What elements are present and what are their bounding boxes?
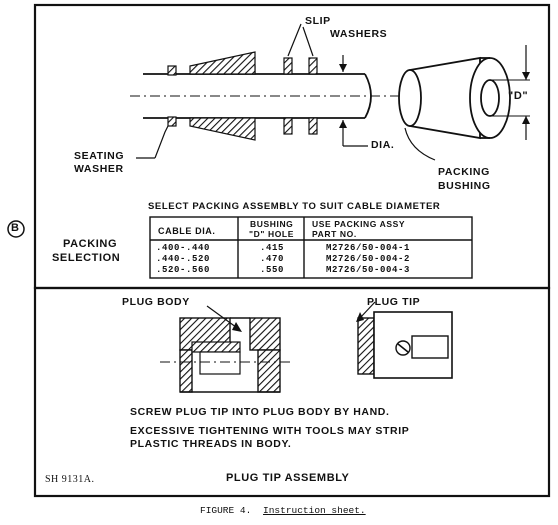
plug-body-label: PLUG BODY [122, 296, 190, 308]
table-row-1-cable: .400-.440 [156, 243, 211, 253]
lower-frame [33, 286, 551, 498]
figure-caption-prefix: FIGURE 4. [200, 505, 252, 516]
table-header-bushing-1: BUSHING [250, 219, 294, 229]
table-row-1-part: M2726/50-004-1 [326, 243, 411, 253]
bushing-section-drawing [189, 51, 256, 141]
plug-body-drawing [160, 305, 290, 393]
table-row-3-cable: .520-.560 [156, 265, 211, 275]
table-row-3-part: M2726/50-004-3 [326, 265, 411, 275]
table-row-3-hole: .550 [260, 265, 285, 275]
packing-selection-label-1: PACKING [63, 238, 118, 250]
figure-caption: FIGURE 4. Instruction sheet. [200, 505, 366, 516]
table-header-use-1: USE PACKING ASSY [312, 219, 406, 229]
plug-tip-assembly-title: PLUG TIP ASSEMBLY [226, 472, 350, 484]
seating-washer-label-1: SEATING [74, 150, 125, 162]
table-row-2-cable: .440-.520 [156, 254, 211, 264]
packing-bushing-3d [398, 45, 530, 161]
plug-tip-label: PLUG TIP [367, 296, 421, 308]
packing-table-grid [149, 216, 473, 279]
dia-dimension [339, 55, 368, 147]
dia-label: DIA. [371, 139, 395, 151]
seating-washer-drawing [167, 65, 177, 127]
packing-bushing-label-2: BUSHING [438, 180, 491, 192]
section-marker-letter: B [11, 222, 20, 234]
cable-drawing [130, 73, 420, 119]
d-dimension-label: "D" [508, 90, 529, 102]
plug-tip-drawing [356, 301, 453, 379]
section-marker-circle [7, 220, 25, 238]
packing-selection-label-2: SELECTION [52, 252, 121, 264]
slip-washers-label-1: SLIP [305, 15, 331, 27]
instruction-line-1: SCREW PLUG TIP INTO PLUG BODY BY HAND. [130, 406, 390, 418]
packing-bushing-label-1: PACKING [438, 166, 490, 178]
seating-washer-label-2: WASHER [74, 163, 124, 175]
instruction-line-2: EXCESSIVE TIGHTENING WITH TOOLS MAY STRI… [130, 425, 410, 437]
table-header-use-2: PART NO. [312, 229, 357, 239]
slip-washers-drawing [283, 23, 318, 135]
table-row-2-part: M2726/50-004-2 [326, 254, 411, 264]
figure-caption-title: Instruction sheet. [263, 505, 366, 516]
slip-washers-label-2: WASHERS [330, 28, 388, 40]
select-packing-title: SELECT PACKING ASSEMBLY TO SUIT CABLE DI… [148, 201, 441, 212]
instruction-line-3: PLASTIC THREADS IN BODY. [130, 438, 292, 450]
table-row-1-hole: .415 [260, 243, 285, 253]
table-header-bushing-2: "D" HOLE [249, 229, 294, 239]
sheet-reference: SH 9131A. [45, 474, 95, 485]
table-header-cable-dia: CABLE DIA. [158, 226, 216, 236]
table-row-2-hole: .470 [260, 254, 285, 264]
